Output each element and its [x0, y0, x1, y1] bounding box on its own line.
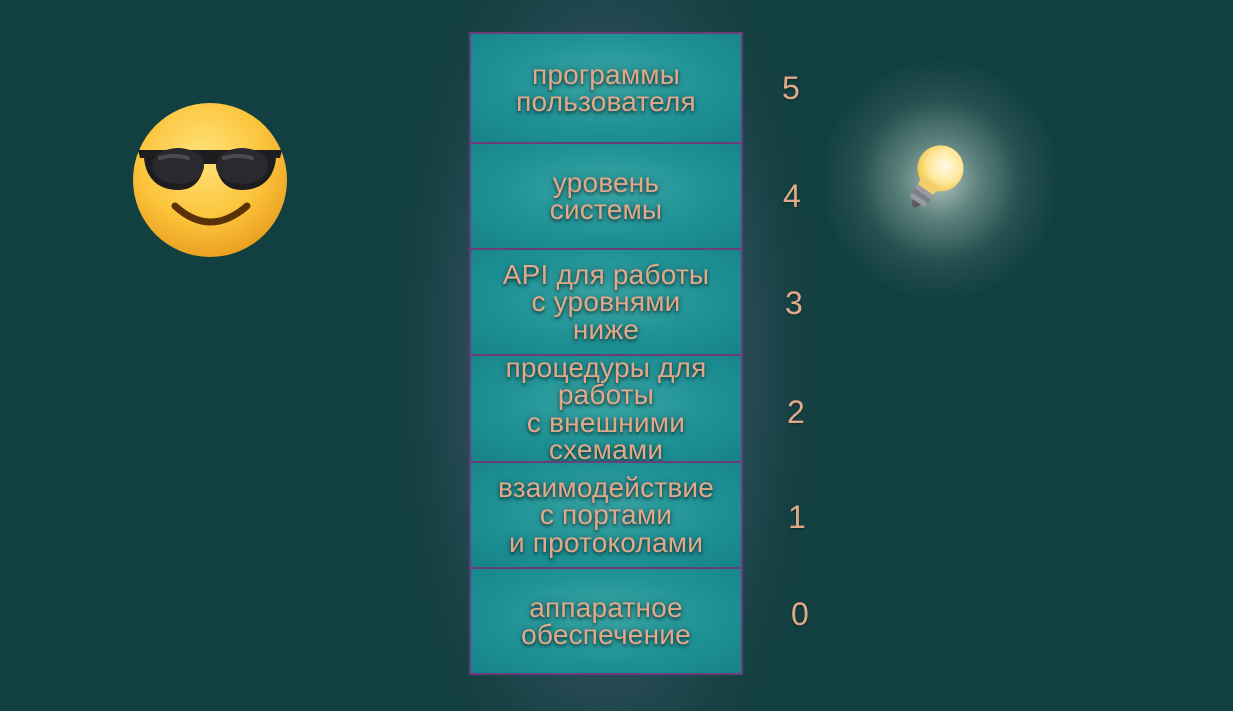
smiling-face-with-sunglasses-icon	[133, 103, 287, 257]
layer-2-box: процедуры для работы с внешними схемами	[469, 351, 743, 465]
layer-2-label: процедуры для работы с внешними схемами	[505, 351, 707, 465]
layer-0-box: аппаратное обеспечение	[469, 567, 743, 675]
layer-4-label: уровень системы	[549, 166, 663, 225]
layer-2-number: 2	[787, 394, 805, 430]
layer-1-box: взаимодействие с портами и протоколами	[469, 461, 743, 569]
layer-1-label: взаимодействие с портами и протоколами	[497, 471, 715, 558]
os-layer-stack: программы пользователя уровень системы A…	[469, 32, 743, 675]
layer-3-box: API для работы с уровнями ниже	[469, 248, 743, 356]
layer-5-box: программы пользователя	[469, 32, 743, 144]
layer-5-number: 5	[782, 70, 800, 106]
layer-3-label: API для работы с уровнями ниже	[502, 258, 710, 345]
layer-1-number: 1	[788, 499, 806, 535]
layer-5-label: программы пользователя	[516, 58, 696, 117]
layer-4-number: 4	[783, 178, 801, 214]
light-bulb-icon	[910, 145, 964, 208]
layer-3-number: 3	[785, 285, 803, 321]
layer-0-label: аппаратное обеспечение	[521, 591, 691, 650]
layer-4-box: уровень системы	[469, 142, 743, 250]
layer-0-number: 0	[791, 596, 809, 632]
